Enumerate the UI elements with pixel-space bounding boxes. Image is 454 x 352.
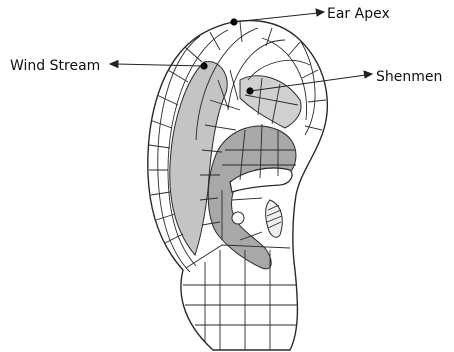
shenmen-label: Shenmen xyxy=(376,69,442,85)
wind-stream-label: Wind Stream xyxy=(10,58,100,74)
concha-circle xyxy=(232,212,244,224)
ear-apex-label: Ear Apex xyxy=(327,6,390,22)
